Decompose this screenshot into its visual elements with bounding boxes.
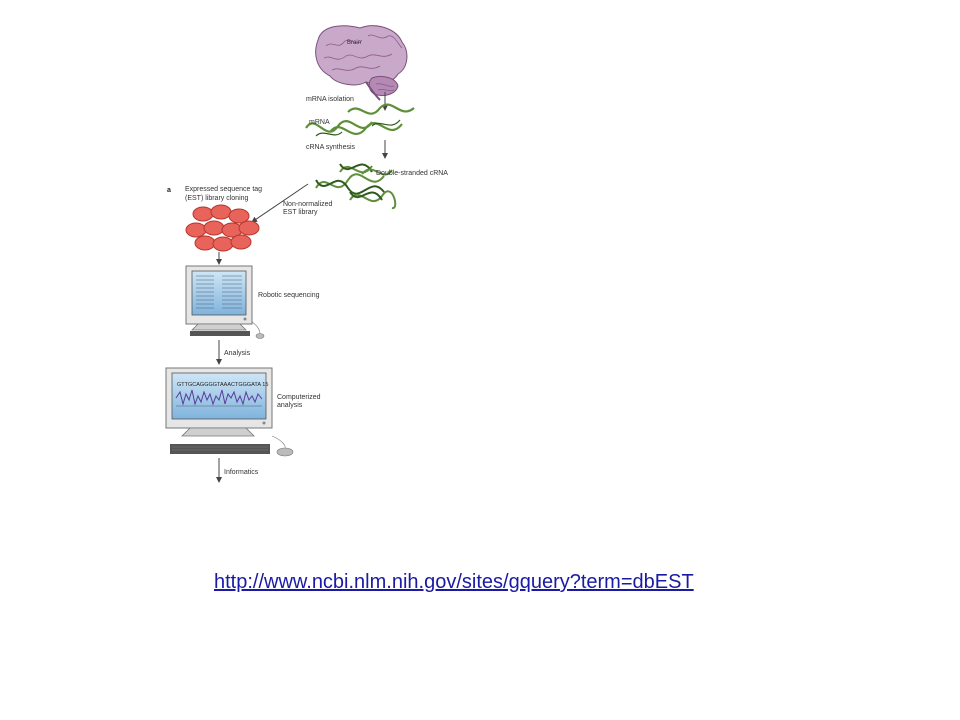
label-computerized-line2: analysis	[277, 402, 303, 409]
est-library-colonies	[185, 204, 260, 252]
label-mrna-isolation: mRNA isolation	[306, 96, 354, 103]
brain-illustration: Brain	[315, 25, 408, 101]
panel-label: a	[167, 187, 171, 194]
label-mrna: mRNA	[309, 119, 330, 126]
mrna-strands	[305, 103, 415, 137]
chromatogram-trace	[175, 389, 263, 406]
brain-label: Brain	[347, 40, 361, 46]
label-double-stranded-crna: Double-stranded cRNA	[376, 170, 448, 177]
label-informatics: Informatics	[224, 469, 259, 476]
arrow-to-library	[251, 183, 309, 223]
label-library-line2: EST library	[283, 209, 318, 216]
label-computerized-line1: Computerized	[277, 394, 321, 401]
double-stranded-crna-helices	[315, 163, 397, 209]
label-analysis: Analysis	[224, 350, 251, 357]
sequencing-computer	[185, 265, 265, 339]
dbest-link[interactable]: http://www.ncbi.nlm.nih.gov/sites/gquery…	[214, 571, 694, 593]
label-crna-synthesis: cRNA synthesis	[306, 144, 356, 151]
analysis-computer: GTTGCAGGGGTAAACTGGGATA 15	[165, 367, 294, 457]
sequence-readout: GTTGCAGGGGTAAACTGGGATA 15	[177, 382, 268, 388]
label-library-line1: Non-normalized	[283, 201, 333, 208]
label-est-cloning-line1: Expressed sequence tag	[185, 186, 262, 193]
label-est-cloning-line2: (EST) library cloning	[185, 195, 249, 202]
label-robotic-sequencing: Robotic sequencing	[258, 292, 320, 299]
